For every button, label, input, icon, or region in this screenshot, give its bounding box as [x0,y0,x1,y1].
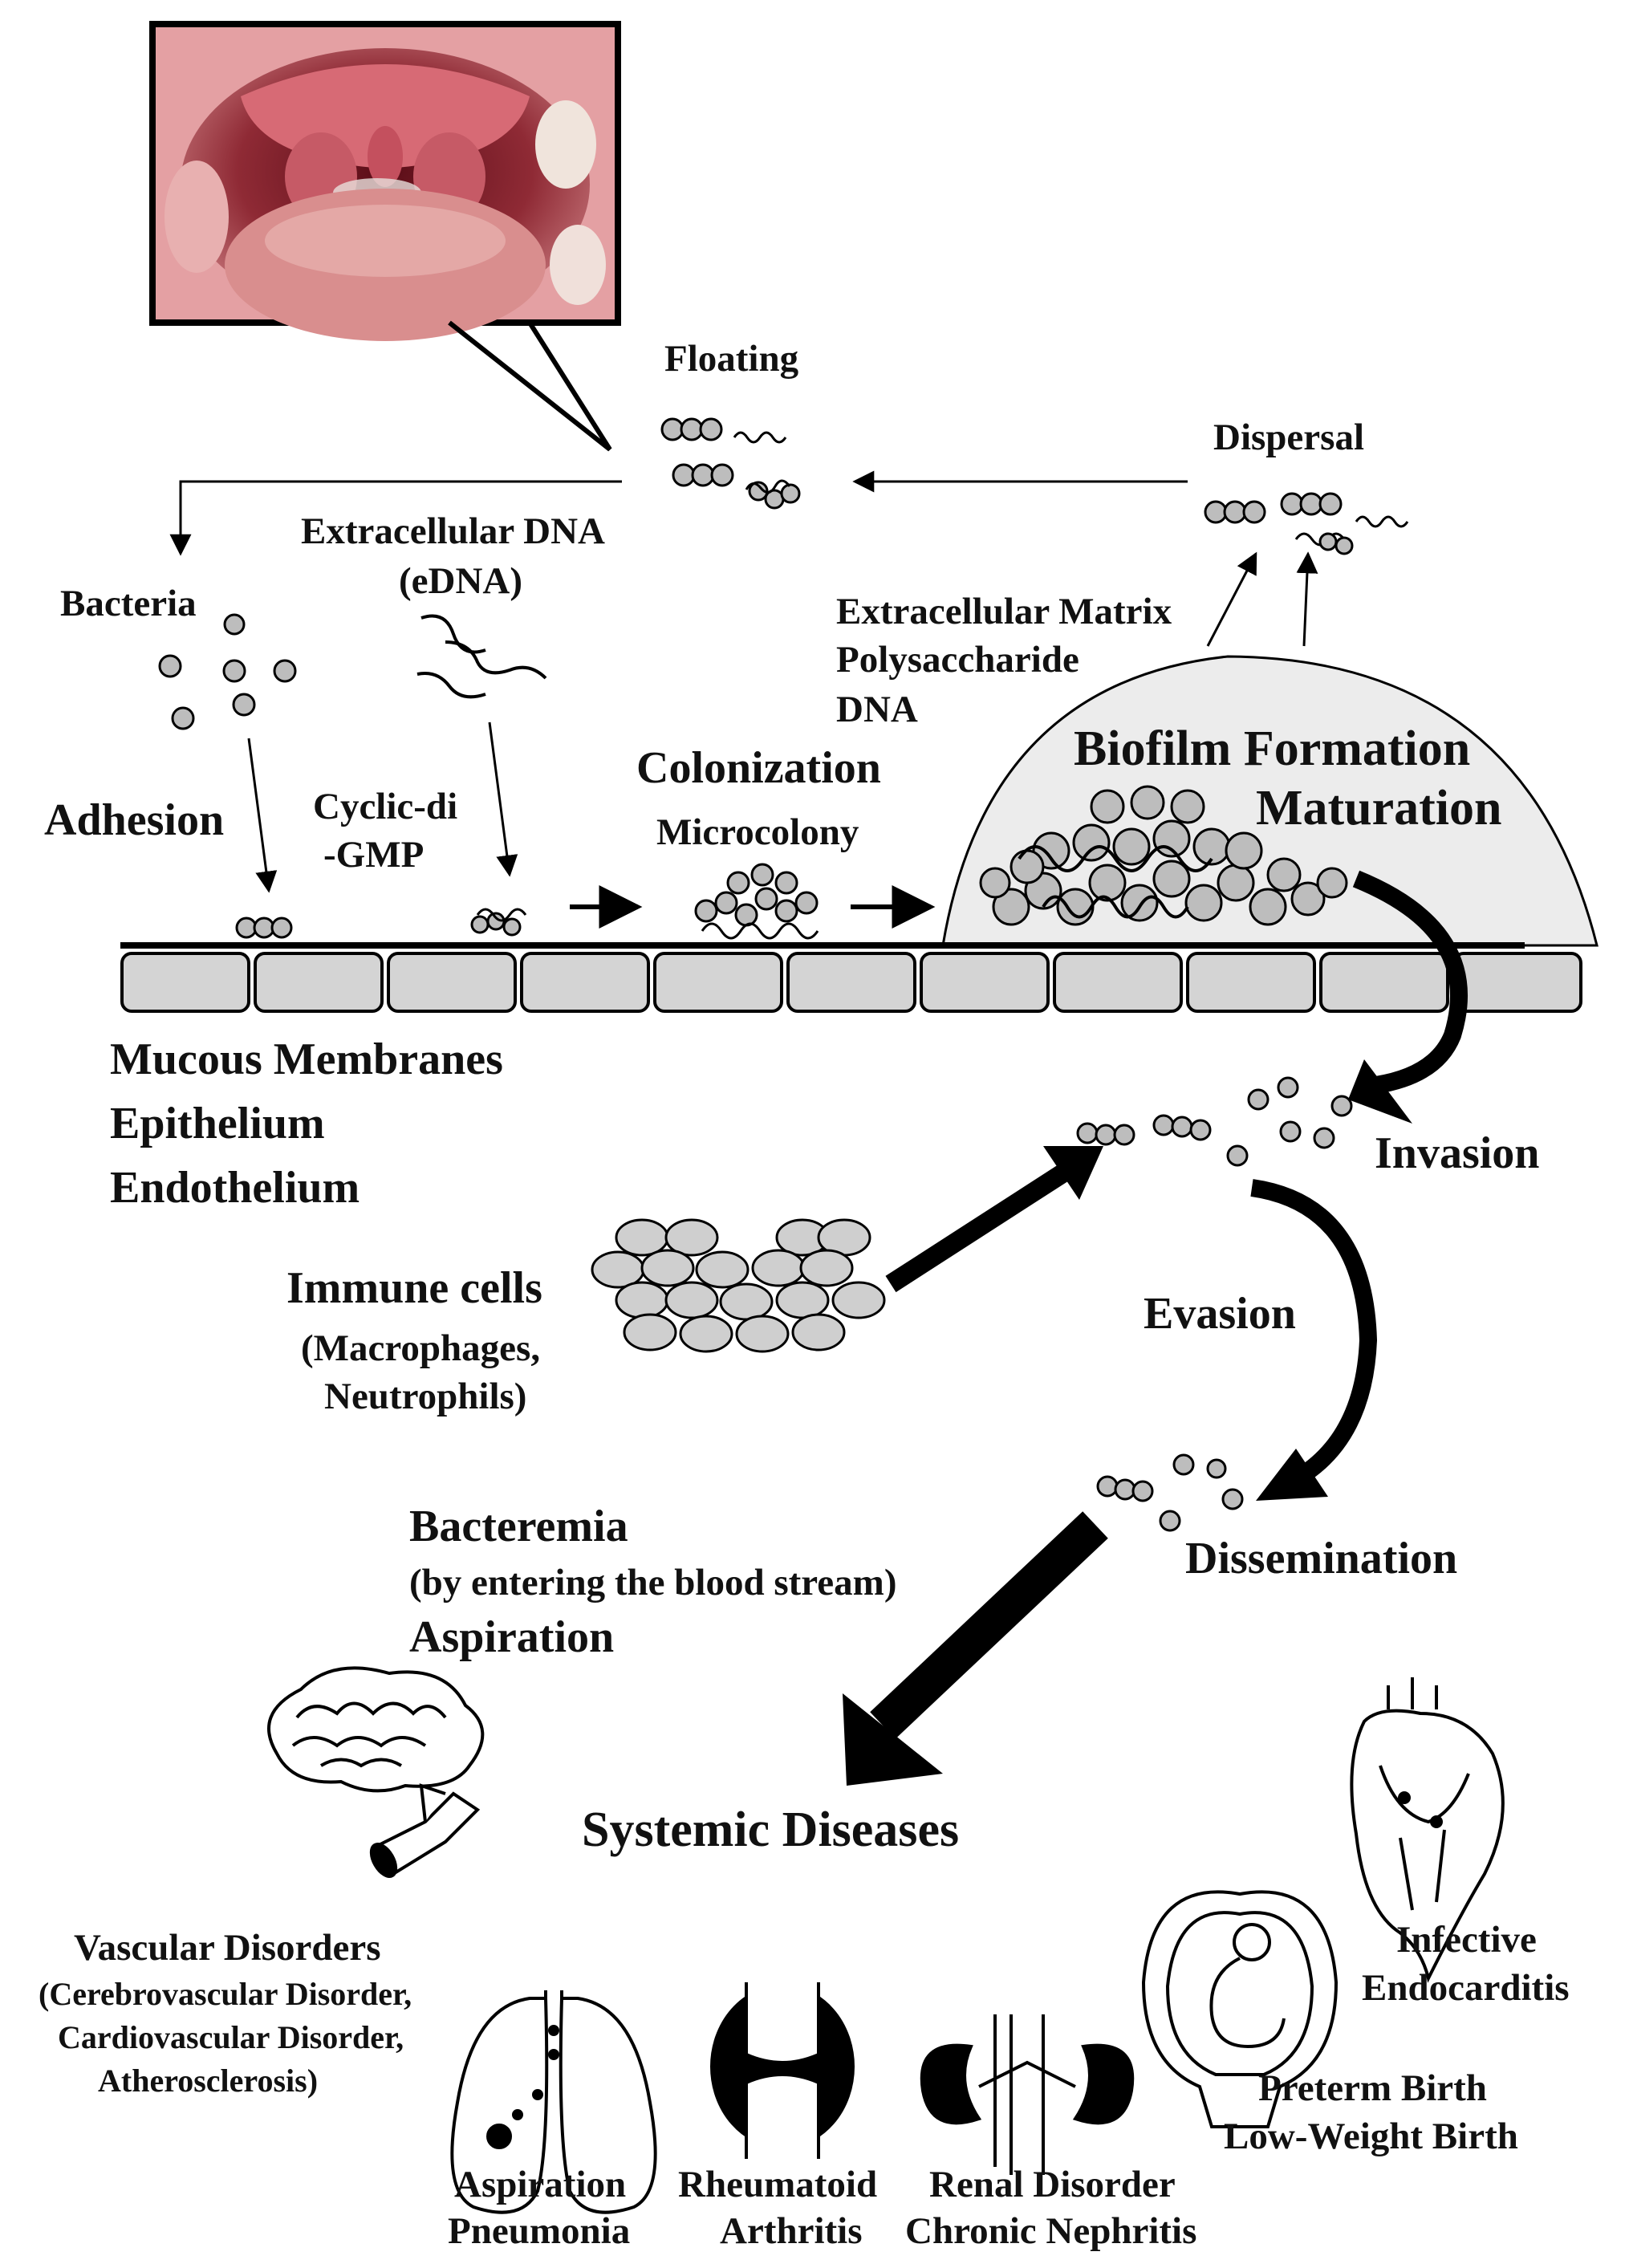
epithelium-label: Epithelium [110,1099,325,1148]
vascular-disorders-line2: Cardiovascular Disorder, [58,2019,404,2055]
edna-down-arrow [488,721,518,877]
floating-label: Floating [664,338,799,380]
low-weight-birth-label: Low-Weight Birth [1224,2116,1518,2157]
matrix-title-label: Extracellular Matrix [836,591,1172,632]
immune-sub2-label: Neutrophils) [324,1376,527,1417]
gmp-label: -GMP [323,834,425,876]
edna-label: (eDNA) [399,560,522,602]
bacteremia-sub-label: (by entering the blood stream) [409,1562,897,1603]
extracellular-dna-label: Extracellular DNA [301,510,605,552]
immune-attack-arrow [885,1159,1077,1293]
biofilm-formation-label: Biofilm Formation [1074,721,1471,776]
matrix-polysaccharide-label: Polysaccharide [836,639,1079,681]
edna-strands [416,614,547,699]
disseminated-bacteria [1096,1453,1244,1532]
dispersal-label: Dispersal [1213,417,1364,458]
dissemination-label: Dissemination [1185,1534,1458,1583]
mucous-membranes-label: Mucous Membranes [110,1034,503,1084]
preterm-birth-label: Preterm Birth [1258,2067,1487,2109]
heart-icon [1350,1677,1505,1983]
renal-disorder-label: Renal Disorder [929,2164,1176,2205]
kidneys-icon [920,2014,1135,2175]
evasion-label: Evasion [1144,1289,1296,1339]
vascular-disorders-line3: Atherosclerosis) [98,2063,319,2099]
mucous-membrane-layer [120,942,1582,1013]
vascular-disorders-title: Vascular Disorders [74,1927,381,1969]
knee-joint-icon [710,1982,855,2159]
evasion-arrow [1250,1179,1378,1485]
callout-pointer [448,320,612,452]
lungs-icon [450,1990,657,2214]
immune-cells-label: Immune cells [286,1263,542,1313]
endothelium-label: Endothelium [110,1163,360,1213]
invasion-label: Invasion [1375,1128,1540,1178]
dissemination-arrow [870,1511,1108,1739]
aspiration-pneumonia-line2: Pneumonia [448,2210,631,2252]
maturation-label: Maturation [1256,781,1502,835]
floating-bacteria-cluster [660,417,801,510]
blood-vessel-icon [369,1783,481,1878]
adhesion-label: Adhesion [44,795,225,845]
bacteremia-label: Bacteremia [409,1502,628,1551]
immune-cell-cluster [591,1218,886,1353]
infective-label: Infective [1396,1919,1537,1961]
matrix-dna-label: DNA [836,689,918,730]
systemic-diseases-label: Systemic Diseases [582,1803,960,1857]
immune-sub1-label: (Macrophages, [301,1327,541,1369]
cyclic-di-label: Cyclic-di [313,786,458,827]
rheumatoid-label: Rheumatoid [678,2164,878,2205]
fetus-uterus-icon [1141,1890,1339,2128]
endocarditis-label: Endocarditis [1362,1967,1570,2009]
invaded-bacteria [1076,1076,1353,1167]
dome-to-dispersal-arrow-2 [1296,551,1318,647]
colonization-label: Colonization [636,743,881,793]
aspiration-pneumonia-line1: Aspiration [454,2164,627,2205]
dispersal-bacteria-cluster [1204,492,1409,555]
adhered-bacteria [235,908,527,939]
bacteria-label: Bacteria [60,583,197,624]
mature-biofilm-cluster [979,785,1348,926]
chronic-nephritis-label: Chronic Nephritis [905,2210,1197,2252]
floating-to-bacteria-arrow [169,480,622,556]
dome-to-dispersal-arrow-1 [1206,551,1257,647]
bacteria-adhesion-arrow [247,738,278,893]
arthritis-label: Arthritis [720,2210,863,2252]
invasion-arrow [1352,870,1468,1094]
microcolony-label: Microcolony [656,811,859,853]
free-bacteria [158,613,297,730]
microcolony-cluster [694,863,819,940]
throat-photo [149,21,621,341]
brain-icon [267,1666,485,1793]
aspiration-label: Aspiration [409,1612,615,1662]
vascular-disorders-line1: (Cerebrovascular Disorder, [39,1976,412,2012]
